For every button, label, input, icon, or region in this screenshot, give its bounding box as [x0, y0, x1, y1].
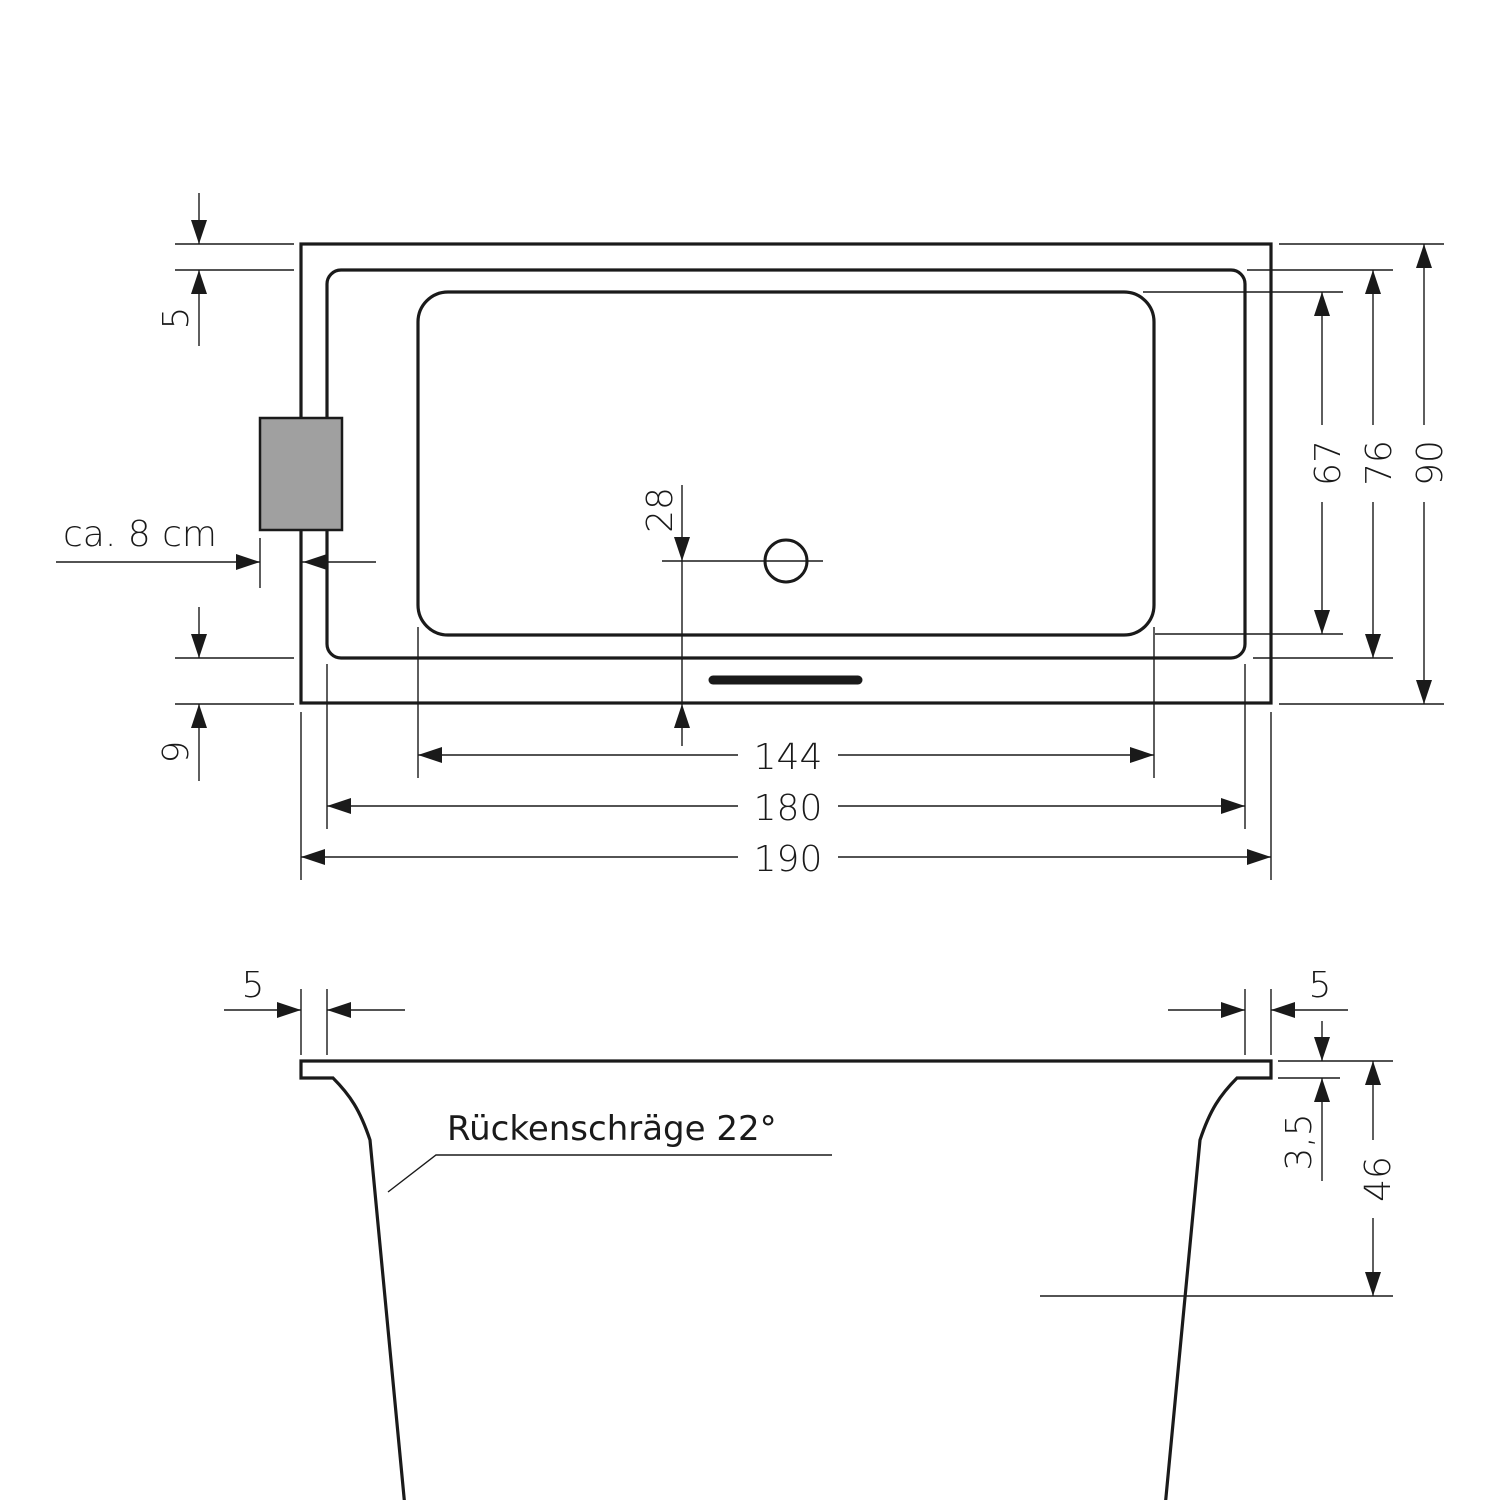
svg-text:190: 190	[754, 839, 823, 880]
svg-text:5: 5	[1309, 965, 1332, 1006]
svg-text:ca. 8 cm: ca. 8 cm	[63, 514, 217, 555]
plan-view: 5 9 ca. 8 cm 28	[56, 193, 1451, 880]
svg-text:180: 180	[754, 788, 823, 829]
dimension-rim-thickness: 3,5	[1278, 1021, 1393, 1181]
dimension-drain-offset: 28	[640, 485, 690, 746]
svg-text:76: 76	[1359, 440, 1400, 486]
svg-text:67: 67	[1308, 440, 1349, 486]
svg-text:Rückenschräge 22°: Rückenschräge 22°	[447, 1109, 777, 1149]
svg-text:3,5: 3,5	[1279, 1113, 1320, 1170]
dimension-left-rim: 5	[224, 965, 405, 1055]
svg-text:9: 9	[156, 741, 197, 764]
svg-text:5: 5	[242, 965, 265, 1006]
tub-profile	[299, 1059, 1273, 1500]
back-slope-leader	[387, 1154, 832, 1193]
svg-text:28: 28	[640, 487, 681, 533]
dimension-overflow-clearance: ca. 8 cm	[56, 514, 376, 588]
svg-text:5: 5	[156, 307, 197, 330]
svg-text:144: 144	[754, 737, 823, 778]
side-view: Rückenschräge 22° 5 5	[224, 965, 1399, 1500]
dimension-widths: 67 76 90	[1143, 243, 1451, 705]
dimension-lengths: 144 180 190	[300, 627, 1272, 880]
svg-text:46: 46	[1358, 1156, 1399, 1202]
basin-floor-outline	[416, 290, 1156, 637]
svg-text:90: 90	[1410, 440, 1451, 486]
dimension-right-rim: 5	[1168, 965, 1348, 1055]
dimension-total-depth: 46	[1040, 1061, 1399, 1297]
dimension-bottom-rim: 9	[156, 607, 294, 781]
inner-rim-outline	[325, 268, 1247, 660]
dimension-top-rim: 5	[156, 193, 294, 346]
overflow-block	[258, 416, 344, 532]
